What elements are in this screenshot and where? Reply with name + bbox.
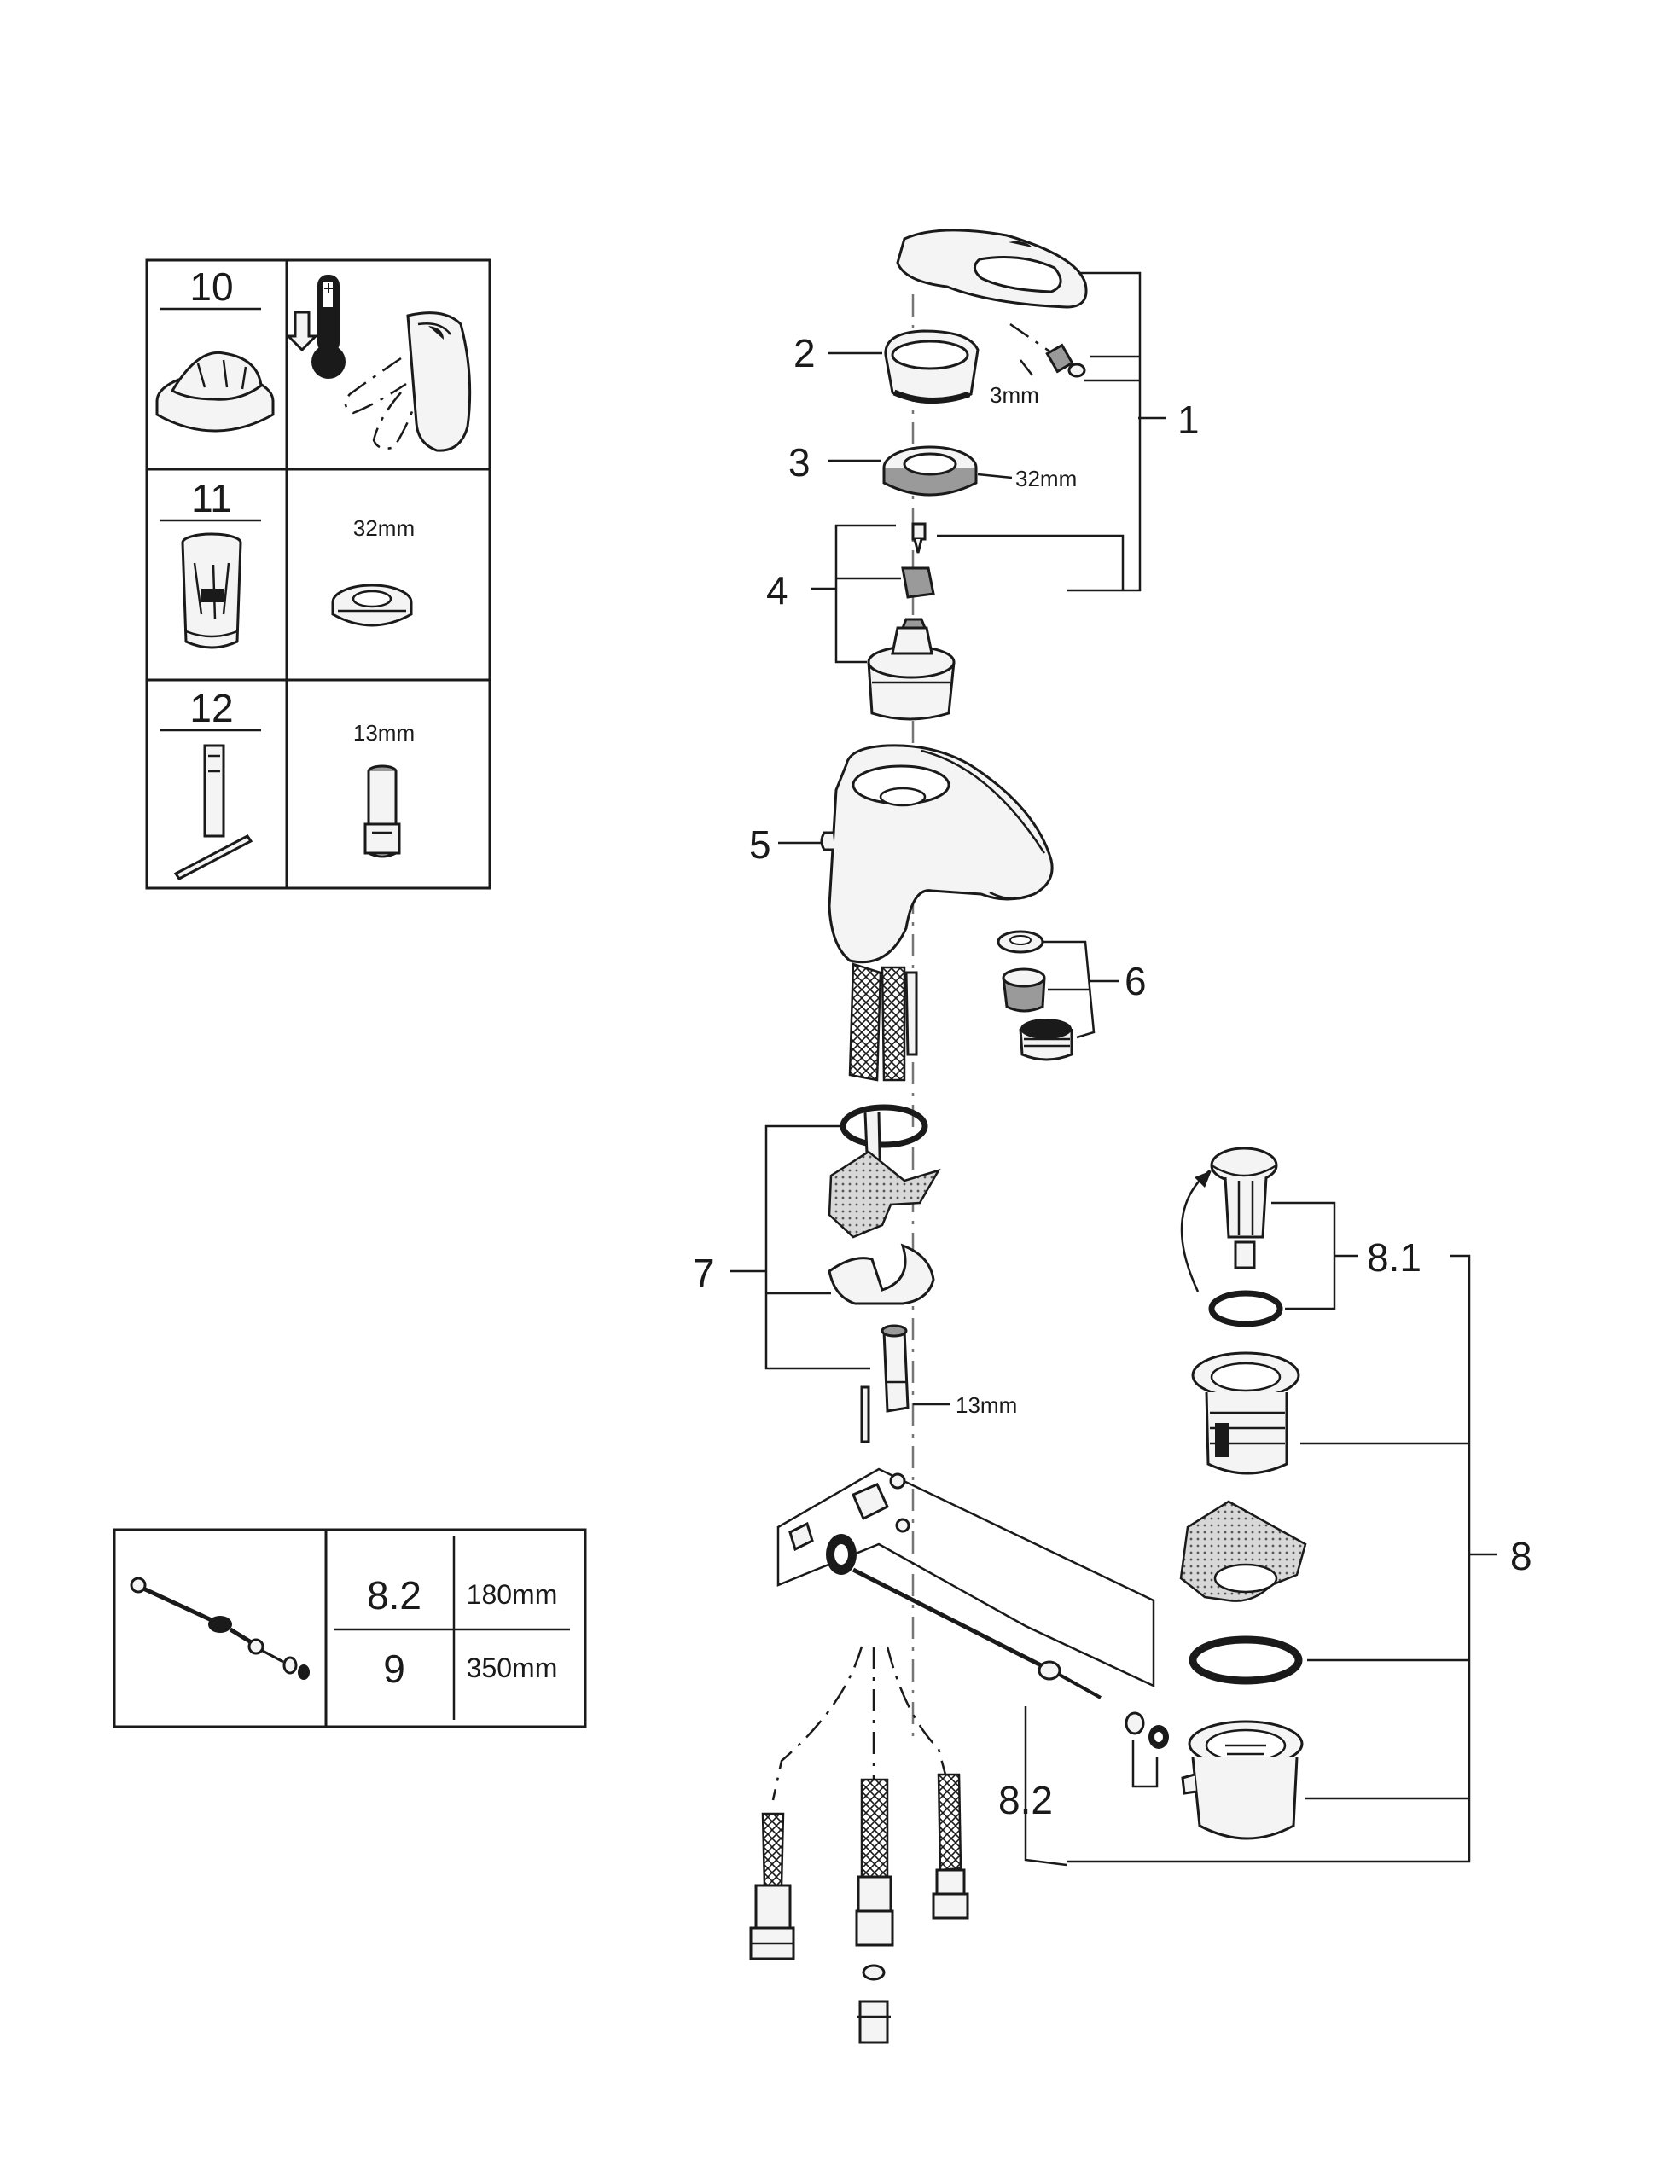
part-mounting-set	[828, 1104, 941, 1443]
callout-4: 4	[766, 568, 788, 613]
rod-code-9: 9	[383, 1647, 405, 1691]
part-pop-up-plug	[1180, 1147, 1283, 1327]
callout-8-2: 8.2	[998, 1778, 1053, 1822]
part-flex-hoses	[848, 962, 918, 1082]
part-lever-handle	[896, 229, 1088, 378]
rod-length-350: 350mm	[467, 1653, 558, 1683]
rod-code-8-2: 8.2	[367, 1573, 421, 1618]
tool-number-12: 12	[189, 686, 233, 730]
callout-1: 1	[1177, 398, 1200, 442]
part-linkage-tray	[776, 1467, 1169, 1749]
part-hex-nut	[882, 445, 978, 497]
t-wrench-icon	[173, 744, 253, 880]
rod-length-180: 180mm	[467, 1579, 558, 1610]
socket-insert-icon	[363, 764, 401, 858]
dim-nut-32mm: 32mm	[1015, 466, 1077, 491]
lever-handle-icon	[344, 311, 472, 452]
tool-number-10: 10	[189, 264, 233, 309]
callout-8-1: 8.1	[1367, 1235, 1421, 1280]
part-connectors	[749, 1646, 969, 2044]
pop-up-rod-icon	[130, 1577, 310, 1680]
dim-hex-3mm: 3mm	[990, 382, 1039, 408]
dim-socket-13mm: 13mm	[956, 1392, 1017, 1418]
tool-number-11: 11	[191, 476, 232, 520]
callout-6: 6	[1125, 959, 1147, 1003]
tool-11-size-label: 32mm	[353, 515, 415, 541]
callout-7: 7	[693, 1251, 715, 1295]
thermometer-icon	[285, 275, 346, 379]
part-waste-body	[1179, 1351, 1307, 1840]
part-cap-ring	[884, 329, 980, 404]
part-aerator	[997, 930, 1073, 1061]
cap-icon	[155, 351, 275, 433]
callout-3: 3	[788, 440, 811, 485]
tool-box: 10 11	[145, 258, 491, 890]
tool-12-size-label: 13mm	[353, 720, 415, 746]
part-faucet-body	[820, 744, 1054, 964]
part-cartridge	[867, 522, 956, 721]
exploded-view: 3mm 1 2 3 32mm	[693, 229, 1532, 2044]
callout-8: 8	[1510, 1534, 1532, 1578]
cartridge-tool-icon	[181, 532, 242, 649]
rod-table: 8.2 180mm 9 350mm	[113, 1528, 587, 1728]
callout-5: 5	[749, 822, 771, 867]
hex-nut-icon	[331, 584, 413, 627]
callout-2: 2	[793, 331, 816, 375]
